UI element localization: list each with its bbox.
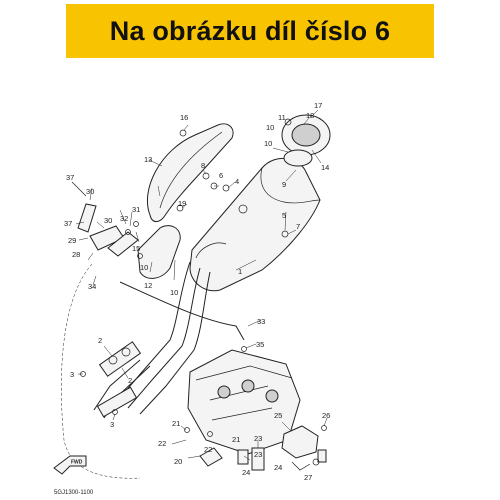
callout-11: 11 [278, 113, 286, 122]
callout-2a: 2 [98, 336, 102, 345]
callout-8: 8 [201, 161, 205, 170]
callout-1: 1 [238, 267, 242, 276]
hose-line [61, 263, 141, 479]
muffler-bracket-part [137, 225, 181, 279]
callout-24a: 24 [242, 468, 250, 477]
callout-26: 26 [322, 411, 330, 420]
air-hoses [71, 181, 139, 257]
callout-10c: 10 [140, 263, 148, 272]
callout-13: 13 [144, 155, 152, 164]
callout-25: 25 [274, 411, 282, 420]
callout-37b: 37 [64, 219, 72, 228]
breather-pipe [119, 281, 245, 341]
callout-6: 6 [219, 171, 223, 180]
exhaust-pipes [93, 261, 211, 419]
callout-4: 4 [235, 177, 239, 186]
diagram-code: 5GJ1300-1100 [54, 490, 94, 496]
callout-10d: 10 [170, 288, 178, 297]
callout-22a: 22 [158, 439, 166, 448]
heat-shield-part [146, 123, 234, 223]
callout-15: 15 [132, 244, 140, 253]
callout-27: 27 [304, 473, 312, 482]
callout-30b: 30 [86, 187, 94, 196]
callout-18: 18 [306, 111, 314, 120]
callout-7: 7 [296, 222, 300, 231]
callout-14: 14 [321, 163, 329, 172]
callout-35: 35 [256, 340, 264, 349]
callout-17: 17 [314, 101, 322, 110]
title-banner: Na obrázku díl číslo 6 [66, 4, 434, 58]
callout-28: 28 [72, 250, 80, 259]
callout-34: 34 [88, 282, 96, 291]
callout-24b: 24 [274, 463, 282, 472]
callout-3a: 3 [70, 370, 74, 379]
callout-23b: 23 [254, 450, 262, 459]
callout-21a: 21 [172, 419, 180, 428]
callout-9: 9 [282, 180, 286, 189]
callout-23a: 23 [254, 434, 262, 443]
callout-20: 20 [174, 457, 182, 466]
callout-10a: 10 [264, 139, 272, 148]
fwd-label: FWD [71, 460, 83, 466]
callout-2b: 2 [128, 376, 132, 385]
callout-21b: 21 [232, 435, 240, 444]
banner-title: Na obrázku díl číslo 6 [109, 15, 391, 46]
callout-22b: 22 [204, 445, 212, 454]
callout-30a: 30 [104, 216, 112, 225]
callout-33: 33 [257, 317, 265, 326]
fwd-arrow-icon: FWD [53, 455, 87, 475]
muffler-part [189, 158, 321, 292]
callout-3b: 3 [110, 420, 114, 429]
leader-lines [75, 109, 328, 461]
callout-19: 19 [178, 199, 186, 208]
callout-32: 32 [120, 214, 128, 223]
callout-37a: 37 [66, 173, 74, 182]
pipe-flanges [96, 341, 142, 418]
callout-29: 29 [68, 236, 76, 245]
callout-12: 12 [144, 281, 152, 290]
callout-5: 5 [282, 211, 286, 220]
callout-10b: 10 [266, 123, 274, 132]
end-cap-part [281, 114, 331, 167]
callout-31: 31 [132, 205, 140, 214]
callout-16: 16 [180, 113, 188, 122]
